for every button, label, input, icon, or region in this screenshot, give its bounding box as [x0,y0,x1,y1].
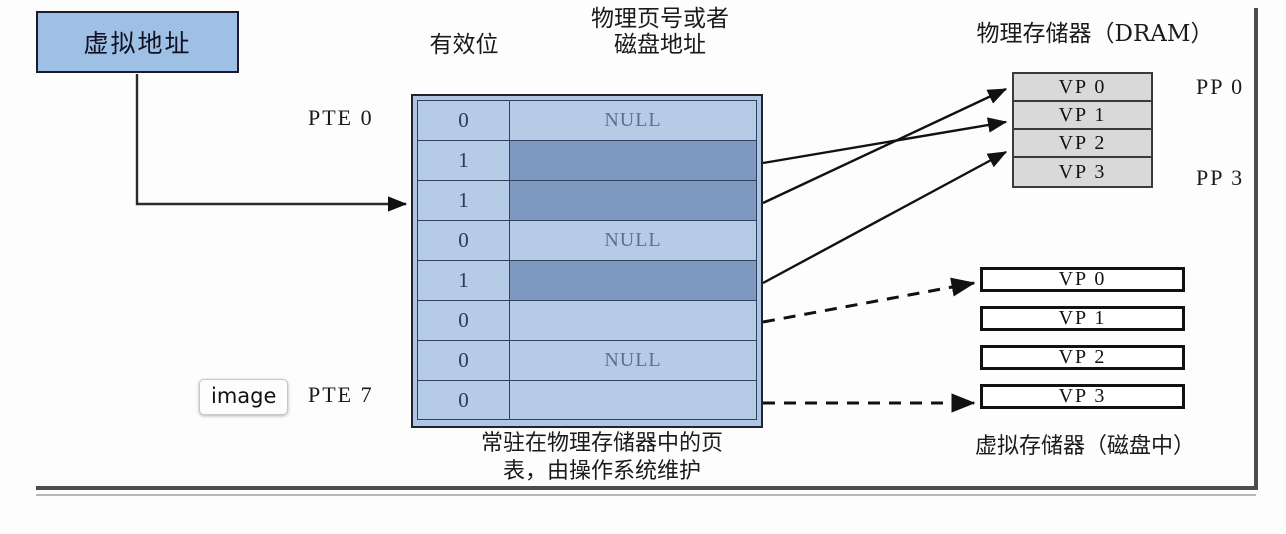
dram-title: 物理存储器（DRAM） [976,21,1214,47]
virtual-address-label: 虚拟地址 [83,29,192,58]
page-table-valid-bit: 0 [418,101,510,140]
page-table-valid-bit: 1 [418,181,510,220]
page-table-address-cell [510,381,756,419]
header-valid-bit: 有效位 [429,32,499,58]
pte-last-label: PTE 7 [308,382,374,407]
disk-title: 虚拟存储器（磁盘中） [974,434,1195,459]
connector-vaddr-to-pte [135,74,408,212]
disk-page-cell: VP 2 [980,345,1185,370]
connector-pte2-to-vp0 [762,87,1008,205]
page-table-row: 1 [417,140,757,180]
page-table-valid-bit: 1 [418,141,510,180]
page-table-valid-bit: 0 [418,221,510,260]
page-frame [36,8,1258,496]
page-table-caption: 常驻在物理存储器中的页 表，由操作系统维护 [480,431,723,484]
connector-pte5-to-disk-vp0 [762,277,976,324]
disk-page-stack: VP 0 VP 1 VP 2 VP 3 [980,267,1185,409]
pp-first-label: PP 0 [1196,74,1245,99]
page-table-address-cell [510,301,756,340]
page-table-address-cell [510,141,756,180]
dram-page-cell: VP 2 [1014,130,1151,158]
page-table-address-cell: NULL [510,221,756,260]
page-table-valid-bit: 0 [418,381,510,419]
disk-page-cell: VP 3 [980,384,1185,409]
pp-last-label: PP 3 [1196,165,1245,190]
virtual-address-box: 虚拟地址 [36,11,239,73]
page-table-address-cell: NULL [510,341,756,380]
page-table-row: 1 [417,180,757,220]
dram-page-cell: VP 1 [1014,102,1151,130]
dram-page-cell: VP 3 [1014,158,1151,186]
dram-page-cell: VP 0 [1014,74,1151,102]
page-table-row: 0 [417,300,757,340]
page-table-row: 0 [417,380,757,420]
disk-page-cell: VP 1 [980,306,1185,331]
page-table-valid-bit: 0 [418,341,510,380]
page-table-address-cell [510,181,756,220]
page-table-valid-bit: 0 [418,301,510,340]
page-table-address-cell [510,261,756,300]
page-table-row: 1 [417,260,757,300]
header-ppn-or-disk-address: 物理页号或者 磁盘地址 [591,6,729,58]
page-table-address-cell: NULL [510,101,756,140]
pte-first-label: PTE 0 [308,105,374,130]
connector-pte1-to-vp1 [762,117,1008,165]
disk-page-cell: VP 0 [980,267,1185,292]
page-table-valid-bit: 1 [418,261,510,300]
connector-pte4-to-vp2 [762,150,1008,285]
image-watermark-badge: image [199,379,289,415]
